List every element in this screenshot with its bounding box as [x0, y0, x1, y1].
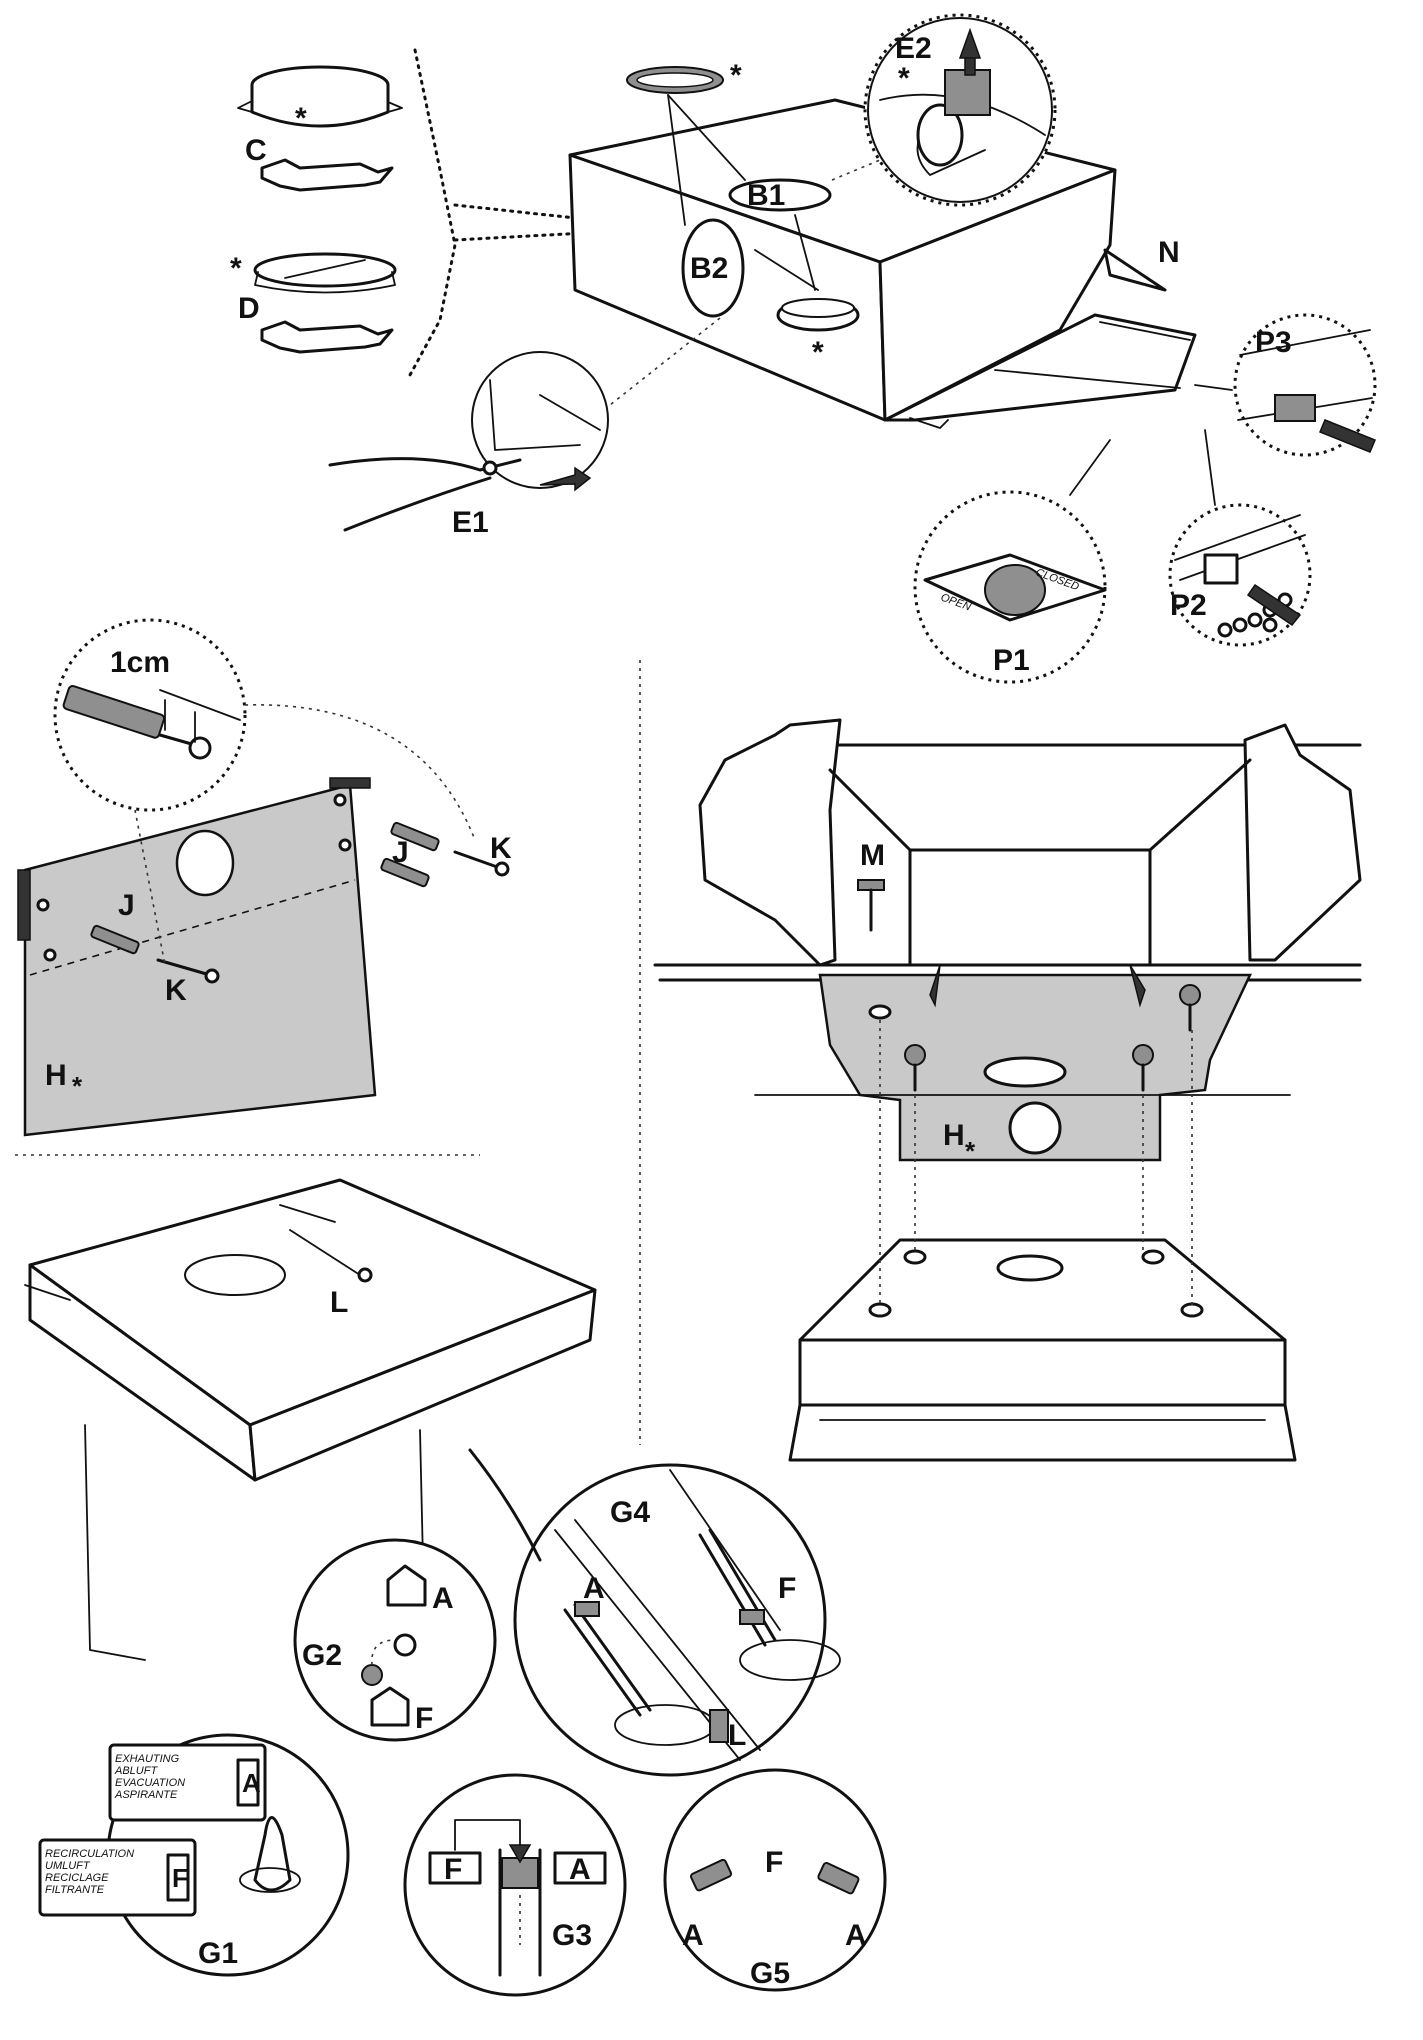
label-p3: P3: [1255, 326, 1292, 359]
detail-e1: E1: [328, 351, 609, 539]
label-b1: B1: [747, 179, 785, 212]
cabinet-mount-panel: M H *: [653, 718, 1362, 1462]
collar-c: * C: [237, 65, 403, 192]
label-g4-l: L: [728, 1719, 746, 1752]
screw-k-right: K: [453, 832, 512, 877]
label-g5: G5: [750, 1957, 790, 1990]
label-1cm: 1cm: [110, 646, 170, 679]
label-g5-a-right: A: [845, 1919, 867, 1952]
label-g2-a: A: [432, 1582, 454, 1615]
marker-ring-bottom: *: [812, 336, 824, 369]
detail-1cm: 1cm: [53, 618, 476, 966]
label-b2: B2: [690, 252, 728, 285]
mount-screws: [904, 984, 1201, 1092]
label-g2-f: F: [415, 1702, 433, 1735]
label-g2: G2: [302, 1639, 342, 1672]
dowel-j-right: J: [380, 821, 440, 888]
svg-text:RECICLAGE: RECICLAGE: [45, 1872, 109, 1884]
marker-c: *: [295, 102, 307, 135]
svg-text:J: J: [392, 836, 409, 869]
label-g3: G3: [552, 1919, 592, 1952]
detail-e2: E2 *: [863, 13, 1057, 207]
marker-d: *: [230, 252, 242, 285]
svg-text:FILTRANTE: FILTRANTE: [45, 1884, 105, 1896]
svg-text:EVACUATION: EVACUATION: [115, 1777, 185, 1789]
svg-text:ASPIRANTE: ASPIRANTE: [114, 1789, 178, 1801]
detail-p2: P2: [1168, 429, 1312, 647]
label-g1: G1: [198, 1937, 238, 1970]
svg-text:K: K: [490, 832, 512, 865]
detail-g5: F A A G5: [663, 1768, 887, 1992]
label-g4-a: A: [583, 1572, 605, 1605]
label-l: L: [330, 1286, 348, 1319]
svg-text:J: J: [118, 889, 135, 922]
label-d: D: [238, 292, 260, 325]
detail-p3: P3: [1194, 313, 1377, 457]
label-g3-a: A: [569, 1853, 591, 1886]
svg-text:ABLUFT: ABLUFT: [114, 1765, 158, 1777]
svg-text:K: K: [165, 974, 187, 1007]
svg-text:RECIRCULATION: RECIRCULATION: [45, 1848, 134, 1860]
dowel-j-left: J: [90, 889, 140, 955]
damper-d: * D: [230, 252, 397, 354]
svg-text:M: M: [860, 839, 885, 872]
label-c: C: [245, 134, 267, 167]
marker-e2: *: [898, 62, 910, 95]
wall-mount-panel: J J K K H * 1cm: [17, 618, 512, 1137]
svg-text:EXHAUTING: EXHAUTING: [115, 1753, 180, 1765]
label-h-left: H: [45, 1059, 67, 1092]
label-e2: E2: [895, 32, 932, 65]
label-n: N: [1158, 236, 1180, 269]
marker-ring-top: *: [730, 59, 742, 92]
top-panel: * C * D N B1 B2: [230, 13, 1377, 684]
detail-g1: A EXHAUTING ABLUFT EVACUATION ASPIRANTE …: [38, 1733, 350, 1977]
hood-body-top: N B1 B2 * *: [568, 59, 1197, 429]
detail-g2: A F G2: [293, 1538, 497, 1742]
label-p1: P1: [993, 644, 1030, 677]
label-g4: G4: [610, 1496, 650, 1529]
screw-m: M: [857, 839, 885, 932]
label-g3-f: F: [444, 1853, 462, 1886]
g1-plate-a: A: [242, 1768, 261, 1798]
label-g5-f: F: [765, 1846, 783, 1879]
hood-under-cabinet: L: [24, 1178, 597, 1666]
screw-k-left: K: [156, 958, 220, 1007]
g1-plate-f: F: [172, 1863, 188, 1893]
label-g5-a-left: A: [682, 1919, 704, 1952]
marker-h-left: *: [72, 1071, 83, 1101]
label-e1: E1: [452, 506, 489, 539]
label-p2: P2: [1170, 589, 1207, 622]
detail-g4: G4 A F L: [468, 1448, 841, 1777]
detail-p1: OPEN CLOSED P1: [913, 439, 1111, 684]
detail-g3: F A G3: [403, 1773, 627, 1997]
svg-text:UMLUFT: UMLUFT: [45, 1860, 91, 1872]
label-h-right: H: [943, 1119, 965, 1152]
marker-h-right: *: [965, 1136, 976, 1166]
label-g4-f: F: [778, 1572, 796, 1605]
